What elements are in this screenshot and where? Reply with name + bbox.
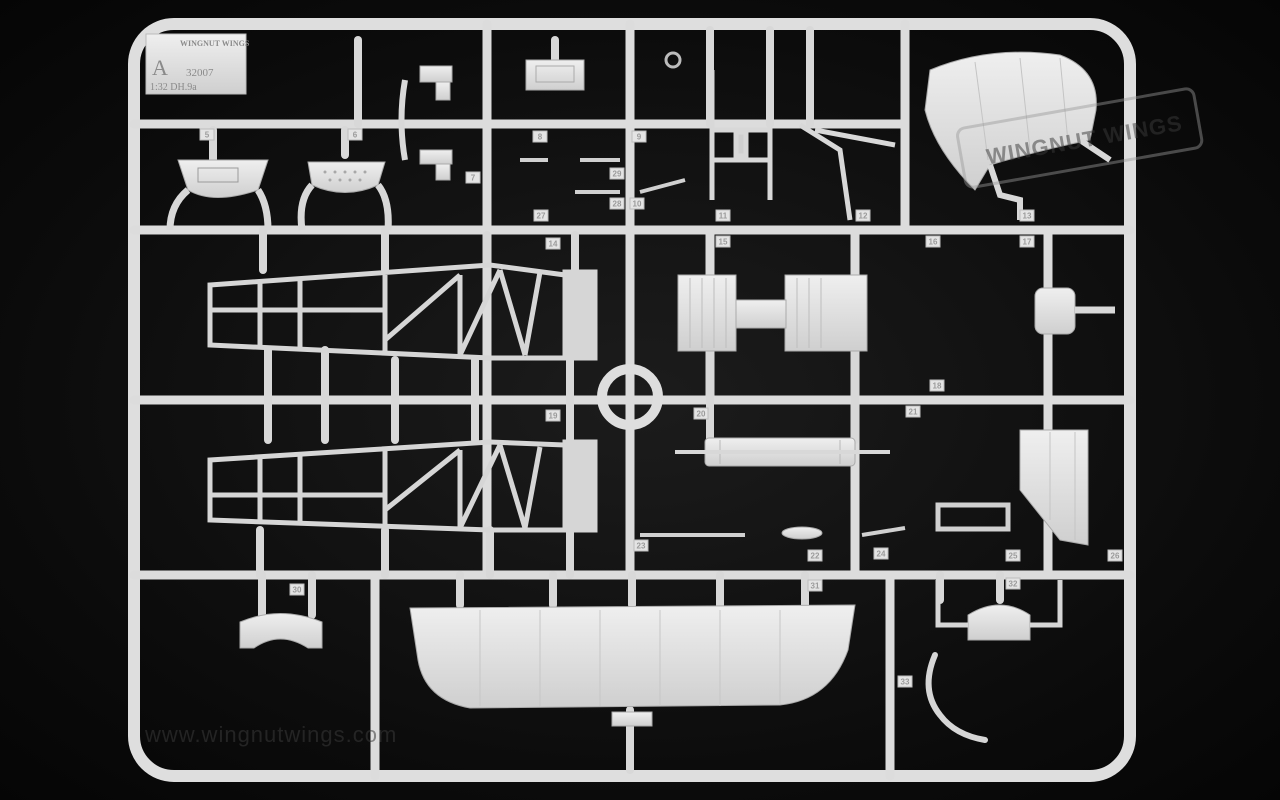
part-number-tag [693,407,709,420]
part-curved-bracket [925,652,988,743]
part-number-tag [1107,549,1123,562]
part-number-tag [609,167,625,180]
part-number-tag [545,237,561,250]
part-number-tag [545,409,561,422]
sprue-label-tab: A WINGNUT WINGS 32007 1:32 DH.9a [145,33,250,95]
scale-model-text: 1:32 DH.9a [150,82,197,93]
part-number-tag [925,235,941,248]
part-seat [297,161,392,231]
part-number-tag [855,209,871,222]
part-fuselage-frame-upper [207,262,598,361]
part-number-label: 20 [697,410,706,419]
part-number-tag [532,130,548,143]
part-number-tag [609,197,625,210]
part-number-label: 25 [1009,552,1018,561]
part-number-tag [199,128,215,141]
part-fuselage-frame-lower [207,439,598,533]
part-number-tag [1019,235,1035,248]
part-number-tag [347,128,363,141]
part-number-label: 11 [719,212,728,221]
part-lower-panel [409,604,856,727]
watermark-url: www.wingnutwings.com [144,722,397,747]
part-number-label: 12 [859,212,868,221]
part-number-tag [873,547,889,560]
part-floor-panels [677,274,868,352]
part-number-tag [1005,577,1021,590]
part-number-tags: 5 6 7 8 9 10 11 12 13 14 15 16 17 18 19 20 21 22 23 24 25 26 2… [199,128,1123,688]
part-number-label: 13 [1023,212,1032,221]
part-number-label: 22 [811,552,820,561]
part-number-tag [807,549,823,562]
part-number-label: 6 [353,131,358,140]
part-seat-back [935,580,1063,641]
part-number-label: 33 [901,678,910,687]
part-number-label: 32 [1009,580,1018,589]
part-number-label: 27 [537,212,546,221]
part-side-panel [1019,429,1089,546]
part-number-label: 9 [637,133,642,142]
part-number-label: 28 [613,200,622,209]
part-number-label: 14 [549,240,558,249]
part-number-label: 23 [637,542,646,551]
part-number-tag [533,209,549,222]
part-number-tag [715,209,731,222]
part-number-label: 29 [613,170,622,179]
part-arch [239,613,323,649]
part-ladder-rack [709,70,773,200]
brand-logo-text: WINGNUT WINGS [180,39,250,48]
part-number-tag [807,579,823,592]
part-control-fittings [398,65,453,181]
part-number-label: 26 [1111,552,1120,561]
part-number-tag [633,539,649,552]
part-radiator [675,437,890,467]
part-number-label: 21 [909,408,918,417]
sprue-gates [209,26,1004,774]
part-number-label: 16 [929,238,938,247]
part-number-tag [897,675,913,688]
part-strut [798,122,896,221]
part-number-tag [905,405,921,418]
part-number-tag [1005,549,1021,562]
part-number-label: 30 [293,586,302,595]
part-number-label: 8 [538,133,543,142]
part-number-label: 18 [933,382,942,391]
part-number-tag [629,197,645,210]
part-number-tag [929,379,945,392]
part-number-label: 19 [549,412,558,421]
part-number-label: 5 [205,131,210,140]
part-number-label: 15 [719,238,728,247]
part-number-label: 24 [877,550,886,559]
part-number-tag [631,130,647,143]
part-cockpit-bulkhead [166,159,272,231]
sprue-hub-ring [597,364,663,430]
part-number-tag [465,171,481,184]
part-number-tag [715,235,731,248]
part-number-label: 10 [633,200,642,209]
part-tank [1034,287,1115,335]
kit-number: 32007 [186,67,214,79]
part-small-fittings [520,51,686,194]
part-number-tag [1019,209,1035,222]
sprue-letter: A [152,55,168,80]
part-number-tag [289,583,305,596]
part-small-items-row [640,502,1011,540]
part-number-label: 7 [471,174,476,183]
part-number-label: 31 [811,582,820,591]
part-number-label: 17 [1023,238,1032,247]
